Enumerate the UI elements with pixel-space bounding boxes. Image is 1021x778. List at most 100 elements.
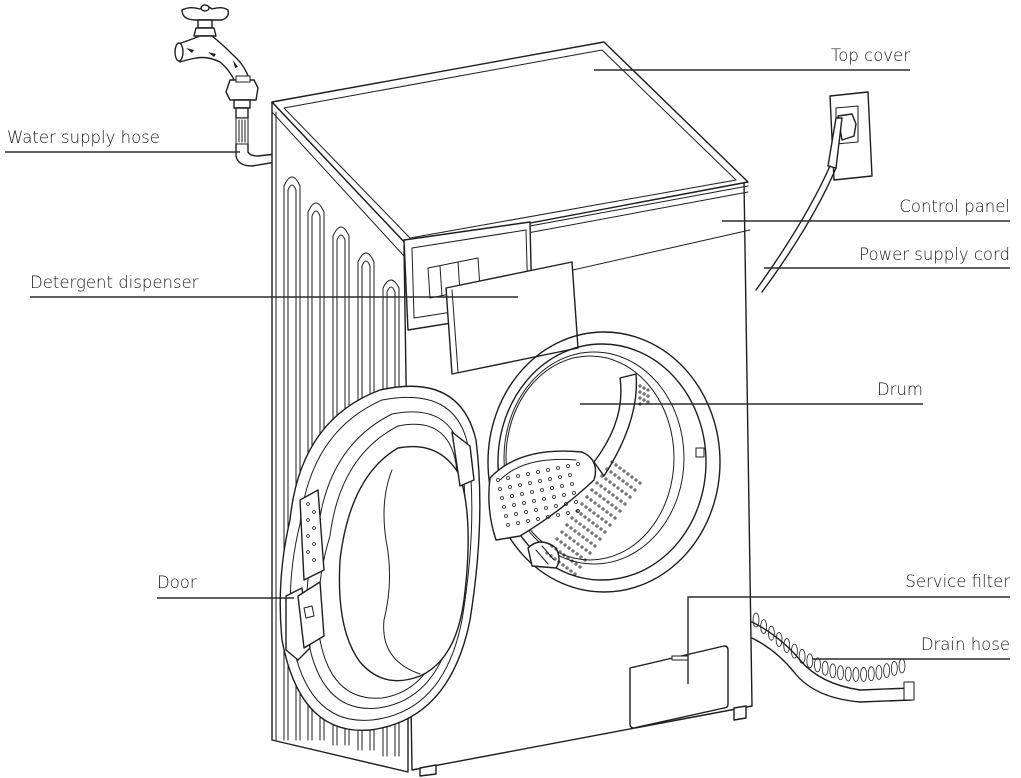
- hose-ring: [806, 653, 814, 669]
- hose-ring: [752, 612, 760, 628]
- leader-lines: [5, 69, 1010, 684]
- perforation: [604, 520, 608, 524]
- hose-ring: [867, 666, 875, 682]
- perforation: [593, 501, 597, 505]
- door-vent-holes: [306, 502, 316, 562]
- perforation: [571, 549, 575, 553]
- label-control-panel: Control panel: [899, 197, 1010, 216]
- perforation: [532, 499, 536, 503]
- hose-ring: [852, 667, 860, 682]
- perforation: [553, 557, 557, 561]
- vent-hole: [312, 526, 316, 530]
- drain-hose-corrugations: [752, 612, 906, 682]
- perforation: [569, 526, 573, 530]
- perforation: [638, 396, 642, 400]
- perforation: [629, 485, 633, 489]
- perforation: [550, 544, 554, 548]
- perforation: [646, 400, 650, 404]
- perforation: [555, 537, 559, 541]
- perforation: [561, 563, 565, 567]
- perforation: [599, 484, 603, 488]
- perforation: [583, 558, 587, 562]
- hose-ring: [890, 660, 898, 676]
- perforation: [591, 521, 595, 525]
- water-supply-hose: [235, 117, 277, 167]
- perforation: [564, 502, 568, 506]
- perforation: [617, 476, 621, 480]
- perforation: [579, 555, 583, 559]
- perforation: [603, 530, 607, 534]
- hose-ring: [898, 658, 906, 674]
- perforation: [512, 503, 516, 507]
- perforation: [508, 485, 512, 489]
- perforation: [575, 552, 579, 556]
- perforation: [520, 492, 524, 496]
- perforation: [576, 542, 580, 546]
- perforation: [616, 486, 620, 490]
- perforation: [608, 523, 612, 527]
- perforation: [589, 541, 593, 545]
- detergent-dispenser: [403, 221, 579, 375]
- drain-hose: [751, 612, 915, 703]
- perforation: [569, 569, 573, 573]
- perforation: [534, 508, 538, 512]
- hose-ring: [783, 638, 791, 653]
- perforation: [572, 539, 576, 543]
- perforation: [624, 492, 628, 496]
- perforation: [611, 493, 615, 497]
- perforation: [516, 474, 520, 478]
- perforation: [565, 566, 569, 570]
- perforation: [542, 497, 546, 501]
- perforation: [596, 514, 600, 518]
- perforation: [574, 500, 578, 504]
- drum-perforations: [496, 384, 650, 576]
- water-tap: [174, 4, 259, 119]
- perforation: [585, 538, 589, 542]
- perforation: [526, 519, 530, 523]
- hose-ring: [814, 657, 821, 673]
- perforation: [567, 546, 571, 550]
- vent-hole: [312, 542, 316, 546]
- perforation: [506, 523, 510, 527]
- label-drum: Drum: [877, 380, 923, 399]
- perforation: [566, 556, 570, 560]
- perforation: [556, 513, 560, 517]
- perforation: [614, 463, 618, 467]
- perforation: [510, 494, 514, 498]
- perforation: [575, 509, 579, 513]
- perforation: [620, 489, 624, 493]
- top-cover: [271, 41, 749, 247]
- perforation: [522, 501, 526, 505]
- perforation: [498, 487, 502, 491]
- perforation: [514, 512, 518, 516]
- perforation: [570, 482, 574, 486]
- vent-hole: [312, 558, 316, 562]
- perforation: [570, 559, 574, 563]
- perforation: [572, 491, 576, 495]
- perforation: [590, 531, 594, 535]
- perforation: [540, 488, 544, 492]
- perforation: [609, 513, 613, 517]
- service-filter: [629, 645, 729, 729]
- perforation: [610, 503, 614, 507]
- perforation: [609, 470, 613, 474]
- vent-hole: [306, 502, 310, 506]
- perforation: [604, 477, 608, 481]
- perforation: [615, 496, 619, 500]
- perforation: [580, 502, 584, 506]
- perforation: [526, 472, 530, 476]
- perforation: [597, 504, 601, 508]
- control-panel-edge: [529, 185, 749, 227]
- label-drain-hose: Drain hose: [921, 635, 1010, 654]
- perforation: [600, 474, 604, 478]
- vent-hole: [306, 518, 310, 522]
- perforation: [634, 478, 638, 482]
- perforation: [586, 528, 590, 532]
- perforation: [638, 384, 642, 388]
- perforation: [626, 472, 630, 476]
- perforation: [574, 562, 578, 566]
- perforation: [576, 462, 580, 466]
- vent-hole: [306, 534, 310, 538]
- perforation: [579, 512, 583, 516]
- vent-hole: [306, 550, 310, 554]
